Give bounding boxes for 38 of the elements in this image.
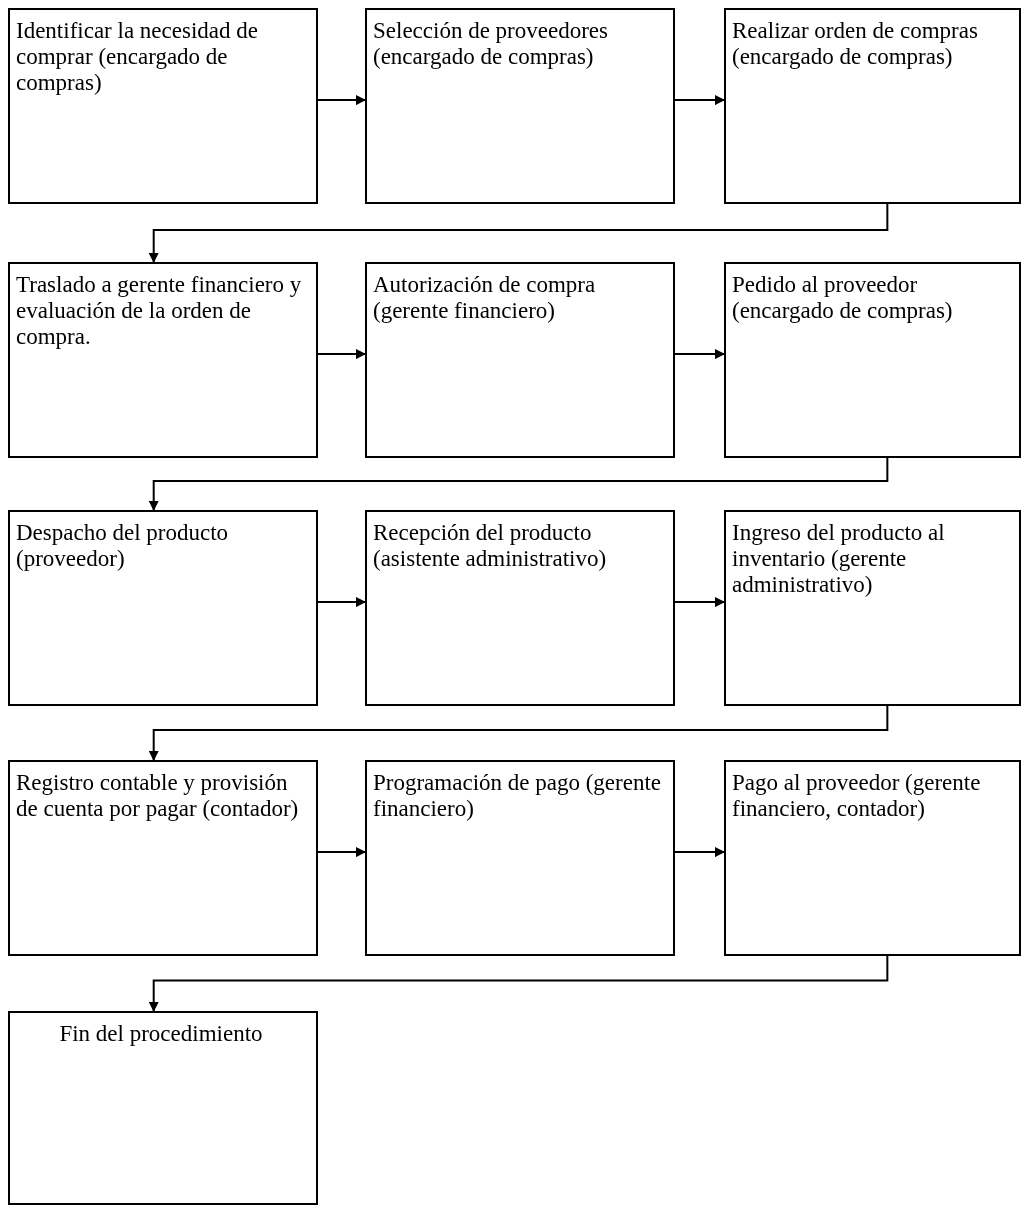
step-text: Autorización de compra (gerente financiero) <box>373 272 597 324</box>
process-box <box>8 8 318 204</box>
step-text: Recepción del producto (asistente administrativo) <box>373 520 608 572</box>
arrow <box>674 95 725 106</box>
arrow <box>674 847 725 858</box>
process-box <box>724 262 1021 458</box>
step-text: Despacho del producto (proveedor) <box>16 520 230 572</box>
step-text: Programación de pago (gerente financiero) <box>373 770 663 822</box>
step-text: Fin del procedimiento <box>58 1021 264 1047</box>
process-box <box>365 262 675 458</box>
arrow <box>148 457 889 511</box>
process-box <box>365 8 675 204</box>
step-text: Pedido al proveedor (encargado de compras) <box>732 272 954 324</box>
arrow <box>317 95 366 106</box>
step-text: Traslado a gerente financiero y evaluación de la orden de compra. <box>16 272 303 350</box>
step-text: Registro contable y provisión de cuenta por pagar (contador) <box>16 770 300 822</box>
arrow <box>148 705 889 761</box>
arrow <box>148 203 889 263</box>
arrow <box>317 847 366 858</box>
process-box <box>8 1011 318 1205</box>
process-box <box>724 760 1021 956</box>
process-box <box>8 510 318 706</box>
arrow <box>674 349 725 360</box>
arrow <box>148 955 889 1012</box>
step-text: Selección de proveedores (encargado de compras) <box>373 18 609 70</box>
process-box <box>365 760 675 956</box>
process-box <box>724 8 1021 204</box>
step-text: Pago al proveedor (gerente financiero, contador) <box>732 770 982 822</box>
arrow <box>317 349 366 360</box>
process-box <box>365 510 675 706</box>
arrow <box>317 597 366 608</box>
step-text: Identificar la necesidad de comprar (encargado de compras) <box>16 18 259 96</box>
process-box <box>8 262 318 458</box>
step-text: Ingreso del producto al inventario (gerente administrativo) <box>732 520 946 598</box>
arrow <box>674 597 725 608</box>
process-box <box>724 510 1021 706</box>
step-text: Realizar orden de compras (encargado de compras) <box>732 18 979 70</box>
process-box <box>8 760 318 956</box>
